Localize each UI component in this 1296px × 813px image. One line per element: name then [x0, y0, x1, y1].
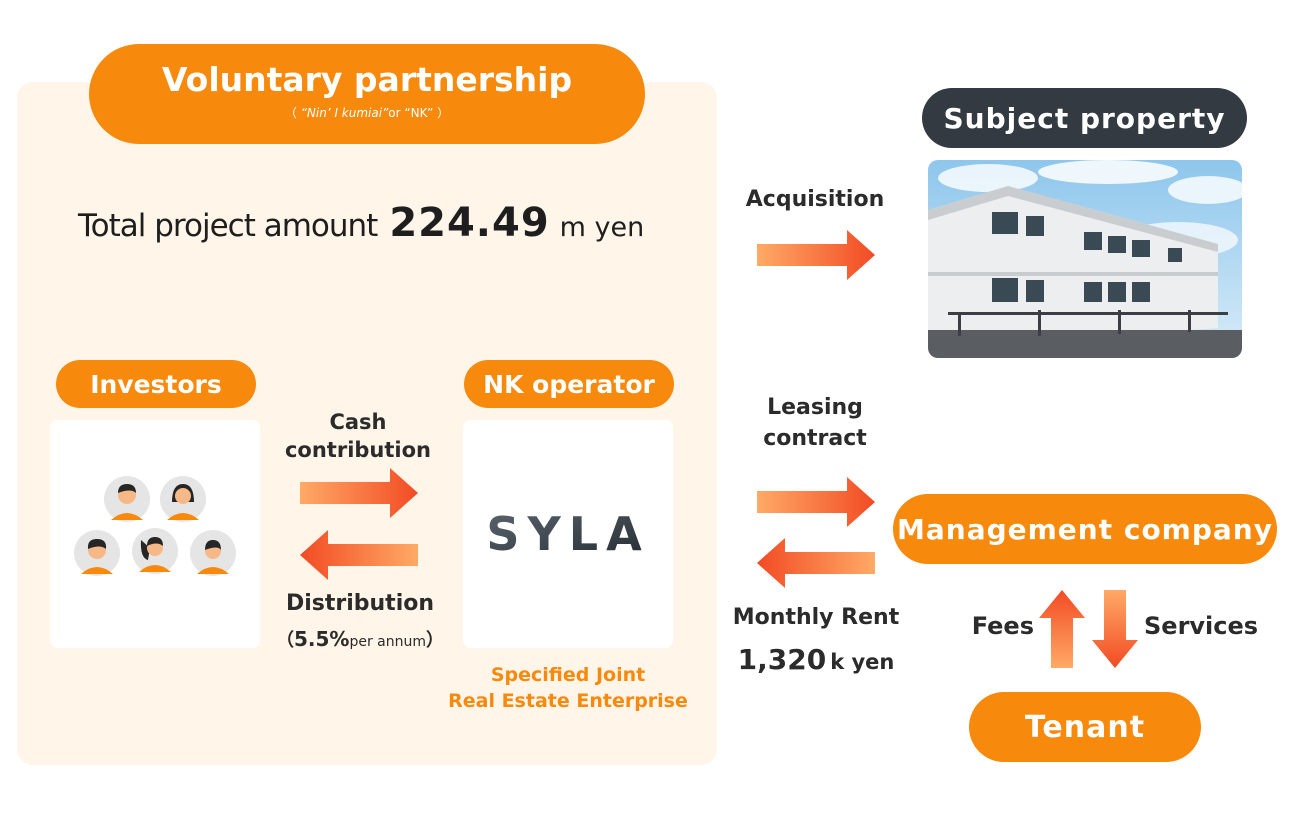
investors-card	[50, 420, 260, 648]
distribution-rate: （5.5%per annum）	[275, 627, 444, 651]
distribution-arrow-left-icon	[300, 530, 418, 580]
contribution-arrow-right-icon	[300, 468, 418, 518]
monthly-rent-label: Monthly Rent	[732, 605, 900, 630]
syla-logo: SYLA	[486, 507, 649, 561]
subject-property-photo	[928, 160, 1242, 358]
distribution-label: Distribution	[285, 591, 435, 616]
total-unit: m yen	[559, 212, 645, 243]
fees-arrow-up-icon	[1039, 590, 1085, 668]
partnership-title: Voluntary partnership	[161, 59, 573, 99]
total-label: Total project amount	[78, 208, 378, 244]
investor-avatar-icon	[104, 476, 150, 522]
acquisition-label: Acquisition	[745, 187, 885, 212]
operator-note: Specified Joint Real Estate Enterprise	[448, 664, 688, 712]
cash-contribution-label: Cash contribution	[284, 410, 431, 462]
investors-label: Investors	[56, 360, 256, 408]
services-arrow-down-icon	[1092, 590, 1138, 668]
partnership-header: Voluntary partnership （ “Nin’ I kumiai”o…	[89, 44, 645, 144]
syla-logo-text: SYLA	[486, 507, 649, 561]
investor-avatar-icon	[160, 476, 206, 522]
management-company-label: Management company	[893, 494, 1277, 564]
building-image	[928, 160, 1242, 358]
investor-avatar-icon	[74, 530, 120, 576]
subject-property-label: Subject property	[922, 88, 1247, 148]
total-project-amount: Total project amount 224.49 m yen	[78, 200, 698, 260]
leasing-arrow-right-icon	[757, 477, 875, 527]
rent-arrow-left-icon	[757, 538, 875, 588]
total-amount: 224.49	[389, 200, 550, 246]
acquisition-arrow-right-icon	[757, 230, 875, 280]
services-label: Services	[1144, 612, 1259, 640]
tenant-label: Tenant	[969, 692, 1201, 762]
partnership-subtitle: （ “Nin’ I kumiai”or “NK” ）	[284, 105, 450, 120]
nk-operator-card: SYLA	[463, 420, 673, 648]
investor-avatar-icon	[132, 528, 178, 574]
investor-avatar-icon	[190, 530, 236, 576]
nk-operator-label: NK operator	[464, 360, 674, 408]
fees-label: Fees	[971, 612, 1034, 640]
leasing-contract-label: Leasing contract	[763, 395, 867, 451]
